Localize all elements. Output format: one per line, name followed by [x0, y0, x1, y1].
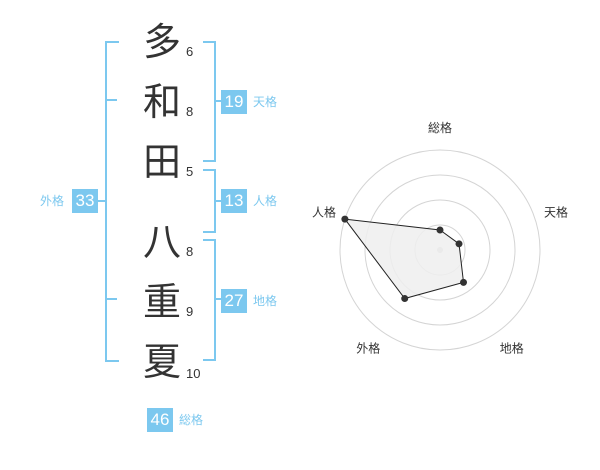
jinkaku-connector — [214, 200, 221, 202]
gaikaku-connector — [98, 200, 105, 202]
chikaku-bracket — [203, 239, 216, 361]
stroke-count: 8 — [186, 104, 194, 119]
radar-area — [343, 218, 465, 300]
name-char: 和 — [142, 80, 181, 124]
radar-ring — [339, 149, 541, 351]
radar-point — [455, 240, 463, 248]
stroke-count: 6 — [186, 44, 194, 59]
name-char: 田 — [142, 140, 181, 184]
jinkaku-label: 人格 — [253, 194, 278, 208]
name-char: 多 — [142, 20, 181, 64]
gaikaku-bracket — [105, 41, 119, 362]
chikaku-connector — [214, 298, 221, 300]
radar-point — [436, 226, 444, 234]
radar-point — [460, 278, 468, 286]
radar-point — [341, 215, 349, 223]
radar-axis-label: 人格 — [312, 204, 336, 219]
radar-axis-label: 総格 — [428, 120, 452, 135]
chikaku-value: 27 — [221, 289, 247, 313]
name-char: 夏 — [142, 340, 181, 384]
jinkaku-value: 13 — [221, 189, 247, 213]
soukaku-value: 46 — [147, 408, 173, 432]
tenkaku-value: 19 — [221, 90, 247, 114]
soukaku-label: 総格 — [179, 413, 204, 427]
gaikaku-label: 外格 — [40, 194, 65, 208]
radar-axis-label: 天格 — [544, 204, 568, 219]
gaikaku-value: 33 — [72, 189, 98, 213]
name-char: 重 — [142, 280, 181, 324]
radar-ring — [364, 174, 516, 326]
name-char: 八 — [142, 220, 181, 264]
radar-point — [401, 295, 409, 303]
radar-axis-label: 地格 — [500, 341, 524, 356]
gaikaku-bracket-tick-bottom — [105, 298, 117, 300]
tenkaku-label: 天格 — [253, 95, 278, 109]
stroke-count: 8 — [186, 244, 194, 259]
radar-axis-label: 外格 — [356, 341, 380, 356]
tenkaku-connector — [214, 100, 221, 102]
stroke-count: 5 — [186, 164, 194, 179]
stroke-count: 10 — [186, 366, 201, 381]
stroke-count: 9 — [186, 304, 194, 319]
chikaku-label: 地格 — [253, 294, 278, 308]
gaikaku-bracket-tick-top — [105, 99, 117, 101]
